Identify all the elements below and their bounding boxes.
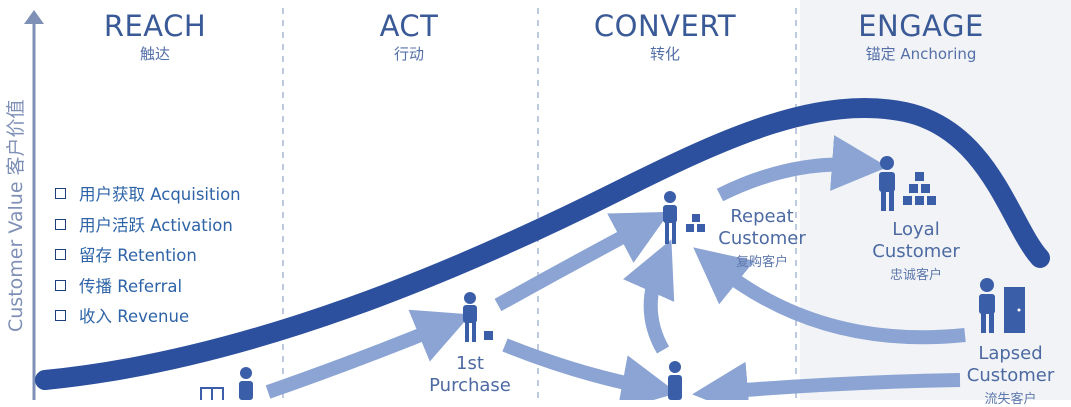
funnel-list: 用户获取 Acquisition 用户活跃 Activation 留存 Rete…: [55, 178, 241, 331]
arrow-lapsed-to-bottom: [692, 361, 961, 400]
node-repeat-subtitle: 复购客户: [735, 255, 788, 270]
arrow-bottom-to-repeat: [623, 239, 675, 354]
funnel-item-label: 收入 Revenue: [79, 307, 190, 327]
node-first-purchase-title: 1st Purchase: [429, 353, 511, 396]
funnel-item-label: 传播 Referral: [79, 276, 183, 296]
checkbox-icon: [55, 218, 66, 230]
person-icon-bottom: [668, 361, 682, 400]
arrow-purchase-to-repeat: [494, 211, 670, 312]
node-repeat-title: Repeat Customer: [718, 206, 806, 249]
arrow-first-to-purchase: [265, 309, 471, 399]
funnel-item-label: 用户获取 Acquisition: [79, 185, 241, 205]
checkbox-icon: [55, 249, 66, 261]
stage-title-convert: CONVERT: [593, 9, 737, 43]
funnel-item-label: 留存 Retention: [79, 246, 197, 266]
value-curve: [35, 98, 1050, 390]
stage-subtitle-reach: 触达: [139, 45, 170, 63]
y-axis-arrowhead: [24, 10, 44, 24]
arrow-purchase-to-bottom: [502, 338, 678, 400]
person-icon-loyal: [879, 156, 936, 211]
node-lapsed-subtitle: 流失客户: [984, 392, 1037, 407]
list-item: 收入 Revenue: [55, 300, 241, 331]
stage-subtitle-act: 行动: [393, 45, 424, 63]
arrow-repeat-to-loyal: [716, 135, 888, 202]
person-icon-repeat: [663, 191, 705, 244]
person-icon-purchase: [463, 292, 493, 342]
stage-title-act: ACT: [379, 9, 439, 43]
checkbox-icon: [55, 279, 66, 291]
node-loyal-subtitle: 忠诚客户: [889, 268, 942, 283]
person-icon-start: [239, 367, 253, 400]
stage-title-engage: ENGAGE: [858, 9, 984, 43]
stage-subtitle-engage: 锚定 Anchoring: [865, 45, 977, 63]
arrow-lapsed-to-repeat: [693, 247, 966, 345]
person-icon-lapsed: [979, 278, 1025, 333]
node-loyal-title: Loyal Customer: [872, 219, 960, 262]
checkbox-icon: [55, 310, 66, 322]
funnel-item-label: 用户活跃 Activation: [79, 215, 233, 235]
door-icon-start: [200, 387, 224, 400]
stage-title-reach: REACH: [103, 9, 207, 43]
list-item: 传播 Referral: [55, 270, 241, 301]
list-item: 用户获取 Acquisition: [55, 178, 241, 209]
list-item: 留存 Retention: [55, 239, 241, 270]
y-axis-label: Customer Value 客户价值: [5, 99, 27, 332]
list-item: 用户活跃 Activation: [55, 209, 241, 240]
node-lapsed-title: Lapsed Customer: [966, 343, 1055, 386]
stage-subtitle-convert: 转化: [649, 45, 680, 63]
checkbox-icon: [55, 188, 66, 200]
